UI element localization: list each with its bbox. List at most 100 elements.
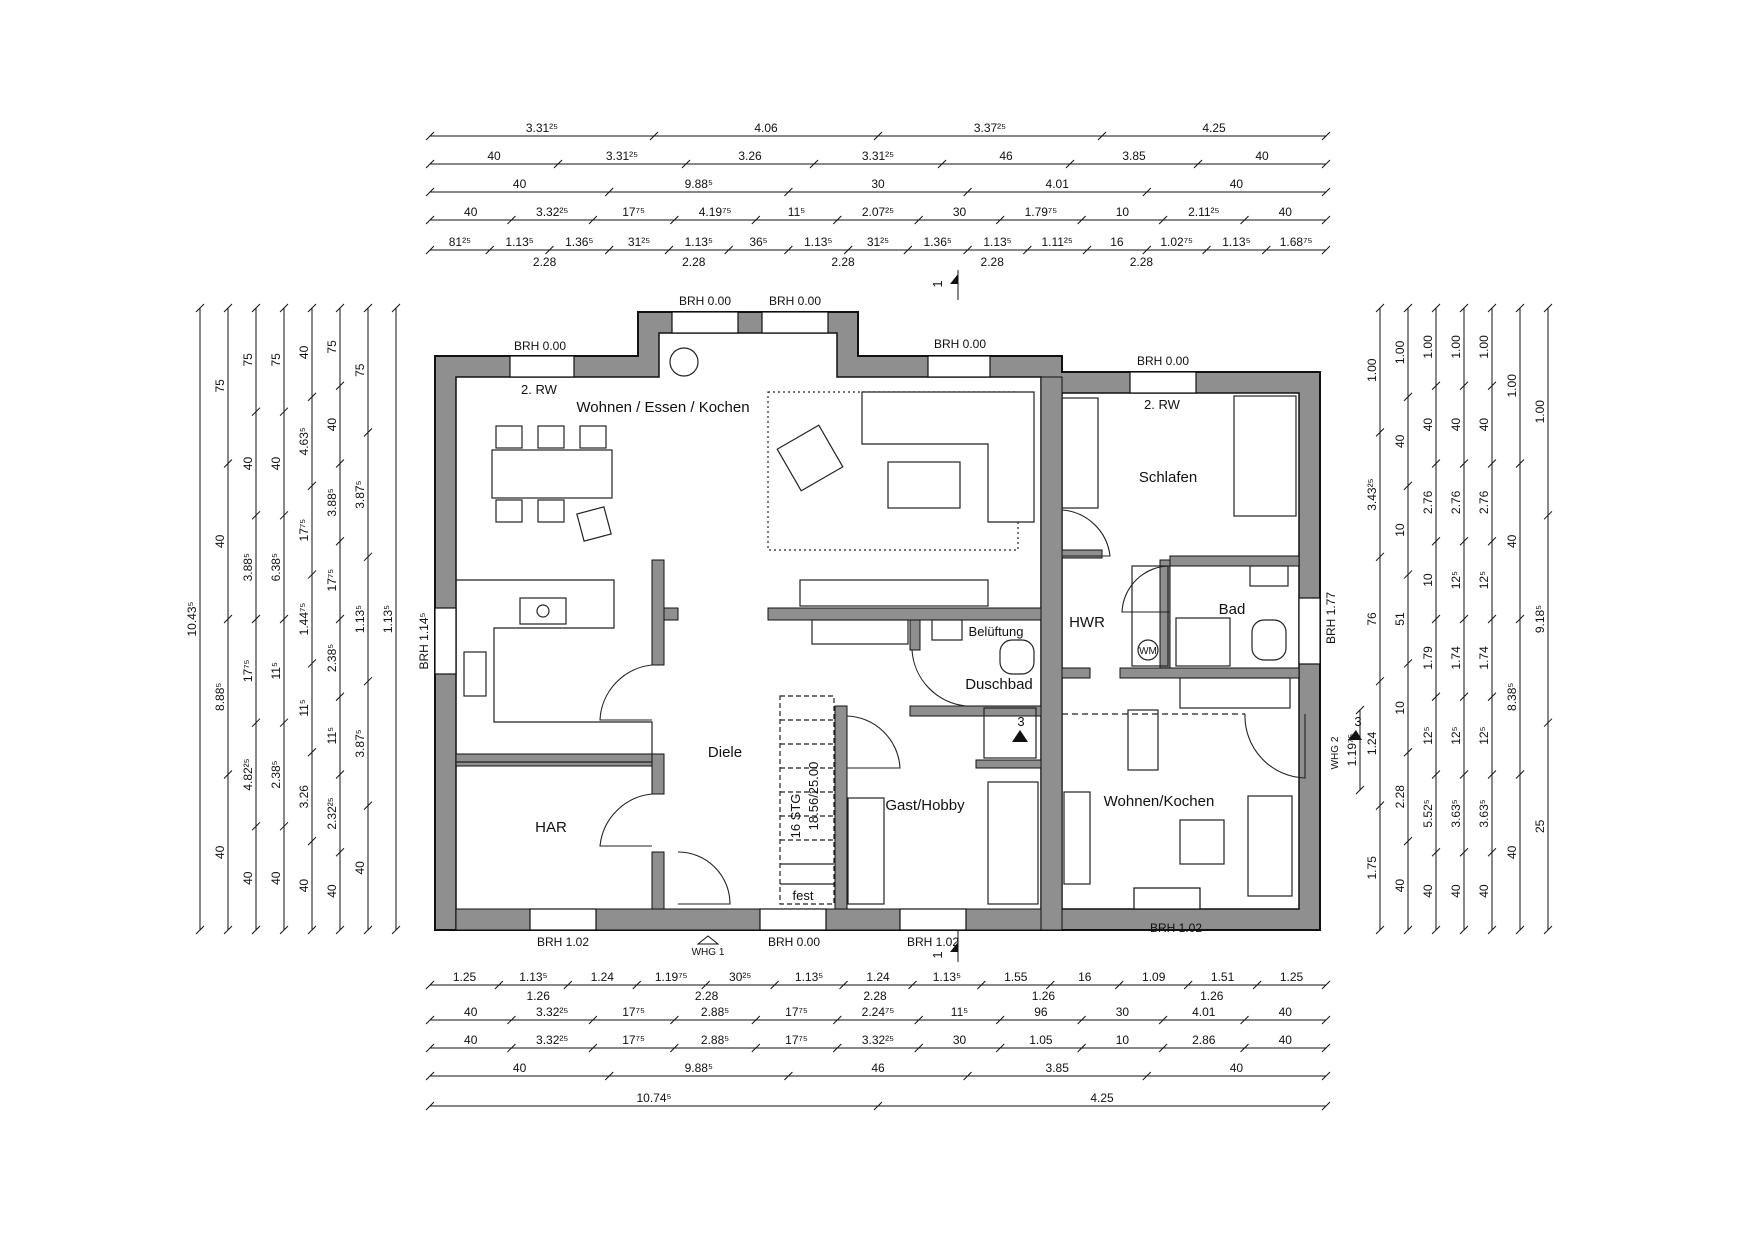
- dimension-tick: [335, 303, 345, 313]
- dimension-label: 40: [1230, 177, 1244, 191]
- dimension-tick: [670, 1043, 679, 1053]
- dimension-label: 40: [464, 205, 478, 219]
- sideboard: [799, 579, 989, 607]
- shower: [983, 707, 1037, 759]
- room-label-wm: WM: [1139, 646, 1157, 657]
- room-label-duschbad: Duschbad: [965, 676, 1033, 693]
- window-bottom-right: [1133, 887, 1201, 910]
- brh-top-bay-right: BRH 0.00: [769, 294, 821, 308]
- stairs-fest-label: fest: [793, 888, 814, 903]
- dimension-label: 1.19⁷⁵: [655, 970, 688, 984]
- dimension-label: 12⁵: [1449, 726, 1463, 744]
- dimension-tick: [1459, 614, 1469, 624]
- dimension-tick: [425, 1043, 435, 1053]
- dimension-label: 3.88⁵: [325, 488, 339, 516]
- dimension-tick: [1321, 980, 1331, 990]
- dimension-tick: [1515, 614, 1525, 624]
- dimension-tick: [425, 245, 435, 255]
- staircase: [779, 695, 835, 905]
- room-label-bad: Bad: [1219, 601, 1246, 618]
- dimension-label: 2.28: [831, 255, 855, 269]
- dimension-tick: [1375, 552, 1385, 562]
- dimension-tick: [1459, 925, 1469, 935]
- dimension-label: 40: [269, 457, 283, 471]
- wall-hwr-top: [1061, 549, 1103, 559]
- windows: [434, 311, 1321, 931]
- dimension-label: 3.43²⁵: [1365, 478, 1379, 510]
- dimension-tick: [1403, 392, 1413, 402]
- dimension-label: 1.13⁵: [983, 235, 1011, 249]
- dimension-label: 1.05: [1029, 1033, 1053, 1047]
- dimension-label: 8.38⁵: [1505, 683, 1519, 711]
- dimension-label: 4.25: [1202, 121, 1226, 135]
- wall-kitchen-har: [455, 753, 653, 767]
- dimension-tick: [251, 925, 261, 935]
- wall-har-diele-lower: [651, 851, 665, 910]
- brh-top-right: BRH 0.00: [1137, 354, 1189, 368]
- entry-arrow-icon: [696, 935, 720, 945]
- dimension-label: 40: [1449, 884, 1463, 898]
- dimension-tick: [914, 1015, 924, 1025]
- dimension-label: 3.85: [1122, 149, 1146, 163]
- dimension-tick: [223, 303, 233, 313]
- dimension-tick: [391, 925, 401, 935]
- dimension-tick: [363, 303, 373, 313]
- dimension-tick: [1355, 785, 1365, 795]
- dimension-tick: [335, 381, 345, 391]
- dimension-label: 1.25: [1280, 970, 1304, 984]
- dimension-tick: [507, 215, 516, 225]
- dimension-label: 16: [1078, 970, 1092, 984]
- room-label-wohnen-kochen: Wohnen/Kochen: [1104, 793, 1215, 810]
- dimension-tick: [1487, 692, 1497, 702]
- dimension-tick: [1403, 659, 1413, 668]
- dimension-tick: [977, 980, 986, 990]
- dimension-label: 96: [1034, 1005, 1048, 1019]
- wall-gast-top: [909, 705, 1042, 717]
- dimension-label: 1.79: [1421, 646, 1435, 670]
- dimension-label: 25: [1533, 819, 1547, 833]
- dimension-label: 1.36⁵: [565, 235, 593, 249]
- dimension-tick: [963, 245, 972, 255]
- dimension-label: 2.38⁵: [269, 760, 283, 788]
- dimension-tick: [701, 980, 711, 990]
- dimension-label: 3.31²⁵: [606, 149, 638, 163]
- dimension-label: 3.26: [738, 149, 762, 163]
- dimension-label: 40: [513, 177, 527, 191]
- dimension-tick: [1158, 1043, 1168, 1053]
- dimension-label: 40: [1477, 884, 1491, 898]
- dimension-label: 17⁷⁵: [622, 205, 645, 219]
- window-top-left: [509, 355, 575, 378]
- dimension-tick: [363, 925, 373, 935]
- dimension-tick: [223, 925, 233, 935]
- wardrobe-gast: [847, 797, 885, 905]
- dimension-label: 12⁵: [1477, 571, 1491, 589]
- dimension-label: 2.86: [1192, 1033, 1216, 1047]
- interior-walls: [455, 549, 1300, 910]
- wall-living-corridor: [767, 607, 1042, 621]
- wall-diele-upper-stub: [663, 607, 679, 621]
- dimension-tick: [1375, 676, 1385, 686]
- dimension-tick: [1487, 925, 1497, 935]
- dimension-label: 40: [353, 861, 367, 875]
- dimension-label: 2.24⁷⁵: [862, 1005, 895, 1019]
- wall-bad-top: [1169, 555, 1300, 567]
- brh-bottom-entry: BRH 0.00: [768, 935, 820, 949]
- dimension-tick: [1375, 925, 1385, 935]
- dimension-label: 40: [297, 879, 311, 893]
- dimension-tick: [604, 245, 614, 255]
- dimension-tick: [1459, 536, 1469, 546]
- dimension-label: 1.00: [1505, 374, 1519, 398]
- dimension-tick: [195, 303, 205, 313]
- dimension-label: 1.13⁵: [381, 605, 395, 633]
- dimension-tick: [784, 245, 793, 255]
- dimension-tick: [1321, 215, 1331, 225]
- dimension-tick: [664, 245, 674, 255]
- dimension-label: 3.32²⁵: [536, 1005, 568, 1019]
- dining-table: [491, 449, 613, 499]
- wall-dusch-bottom: [975, 759, 1042, 769]
- dimension-label: 1.13⁵: [1222, 235, 1250, 249]
- dimension-label: 12⁵: [1477, 726, 1491, 744]
- dimension-tick: [335, 847, 345, 857]
